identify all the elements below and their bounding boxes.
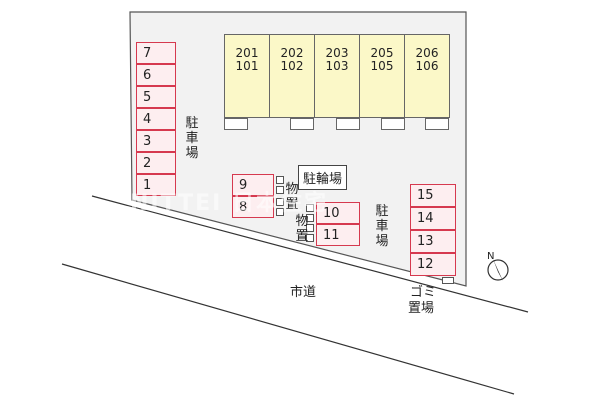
unit-lower-number: 105 [370, 59, 394, 73]
unit-lower-number: 101 [235, 59, 259, 73]
storage-marker [306, 214, 314, 222]
label-char: 駐 [185, 116, 199, 131]
parking-right-label: 駐 車 場 [374, 204, 390, 249]
parking-space-5: 5 [136, 86, 176, 108]
label-char: 車 [185, 131, 199, 146]
parking-space-12: 12 [410, 253, 456, 276]
storage-marker [276, 198, 284, 206]
unit-upper-number: 201 [235, 46, 259, 60]
parking-space-13: 13 [410, 230, 456, 253]
label-char: 駐 [375, 204, 389, 219]
label-char: 車 [375, 219, 389, 234]
unit-upper-number: 203 [325, 46, 349, 60]
entrance-step [425, 118, 449, 130]
entrance-step [224, 118, 248, 130]
unit-lower-number: 103 [325, 59, 349, 73]
compass-icon [487, 259, 509, 281]
parking-space-7: 7 [136, 42, 176, 64]
garbage-label-line2: 置場 [408, 301, 435, 316]
unit-206-106: 206 106 [404, 34, 450, 118]
garbage-label-line1: ゴミ [410, 285, 437, 300]
parking-space-6: 6 [136, 64, 176, 86]
label-char: 置 [295, 229, 309, 244]
compass-north-label: N [487, 251, 495, 262]
unit-202-102: 202 102 [269, 34, 315, 118]
entrance-step [381, 118, 405, 130]
unit-upper-number: 202 [280, 46, 304, 60]
road-edge-lower [61, 263, 515, 395]
parking-left-label: 駐 車 場 [184, 116, 200, 161]
parking-space-3: 3 [136, 130, 176, 152]
entrance-step [290, 118, 314, 130]
label-char: 物 [295, 214, 309, 229]
label-char: 場 [375, 234, 389, 249]
unit-upper-number: 205 [370, 46, 394, 60]
parking-space-15: 15 [410, 184, 456, 207]
parking-space-2: 2 [136, 152, 176, 174]
unit-201-101: 201 101 [224, 34, 270, 118]
label-char: 置 [285, 197, 299, 212]
road-label: 市道 [290, 285, 317, 300]
parking-space-1: 1 [136, 174, 176, 196]
garbage-station-marker [442, 277, 454, 284]
unit-205-105: 205 105 [359, 34, 405, 118]
watermark-text: NITTEI 日本住宅 [130, 191, 328, 216]
storage-space-10: 10 [316, 202, 360, 224]
parking-space-4: 4 [136, 108, 176, 130]
storage-marker [306, 224, 314, 232]
bicycle-parking-label: 駐輪場 [298, 165, 348, 190]
storage-marker [306, 204, 314, 212]
unit-upper-number: 206 [415, 46, 439, 60]
parking-space-14: 14 [410, 207, 456, 230]
storage-label-a: 物 置 [284, 182, 300, 212]
storage-space-11: 11 [316, 224, 360, 246]
storage-space-8: 8 [232, 196, 274, 218]
storage-marker [276, 186, 284, 194]
storage-label-b: 物 置 [294, 214, 310, 244]
storage-space-9: 9 [232, 174, 274, 196]
storage-marker [306, 234, 314, 242]
label-char: 物 [285, 182, 299, 197]
entrance-step [336, 118, 360, 130]
storage-marker [276, 176, 284, 184]
unit-lower-number: 102 [280, 59, 304, 73]
unit-lower-number: 106 [415, 59, 439, 73]
unit-203-103: 203 103 [314, 34, 360, 118]
road-edge-upper [91, 195, 529, 313]
label-char: 場 [185, 146, 199, 161]
storage-marker [276, 208, 284, 216]
